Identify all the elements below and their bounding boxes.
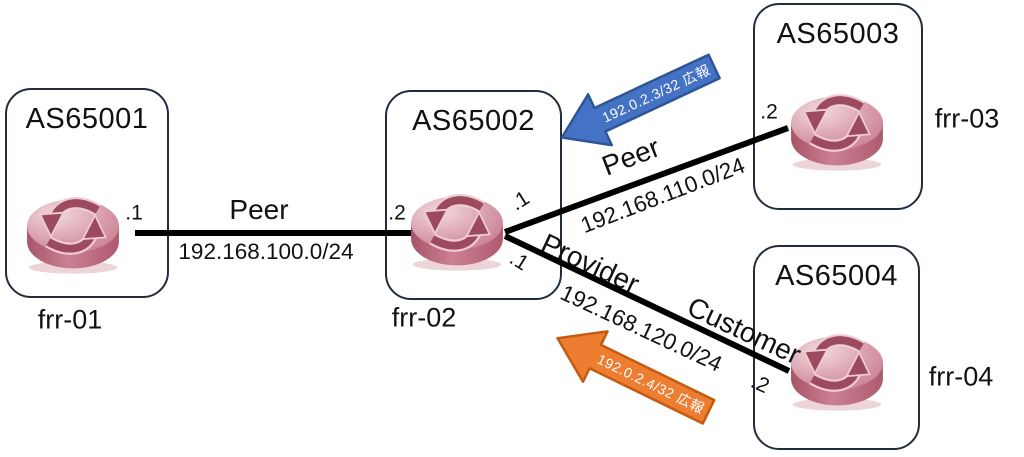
link-role-label: Peer (597, 131, 664, 182)
interface-address-label: .1 (125, 201, 143, 225)
interface-address-label: .2 (760, 100, 778, 124)
as-number-label: AS65002 (412, 105, 535, 137)
hostname-label: frr-02 (391, 302, 457, 333)
interface-address-label: .2 (388, 201, 406, 225)
hostname-label: frr-03 (934, 103, 1000, 134)
link-subnet-label: 192.168.100.0/24 (178, 238, 354, 264)
advertisement-label: 192.0.2.3/32 広報 (600, 62, 713, 126)
router-icon (404, 187, 510, 273)
router-icon (20, 190, 126, 276)
as-number-label: AS65004 (775, 260, 898, 292)
as-number-label: AS65003 (776, 18, 900, 50)
hostname-label: frr-04 (928, 361, 994, 392)
router-icon (784, 87, 890, 173)
hostname-label: frr-01 (37, 304, 103, 335)
link-role-label: Peer (229, 194, 289, 225)
as-number-label: AS65001 (25, 103, 149, 135)
